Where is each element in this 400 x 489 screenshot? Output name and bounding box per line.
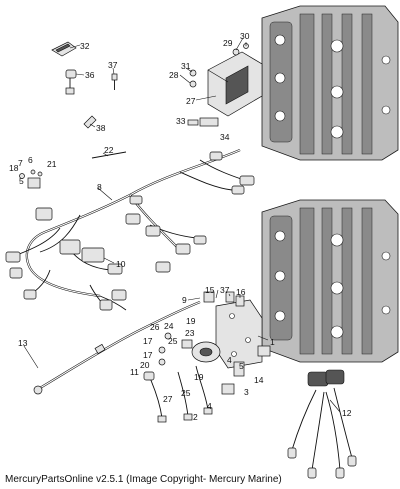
starter-solenoid xyxy=(158,332,221,366)
small-relays xyxy=(203,291,271,377)
screw-39 xyxy=(111,73,118,90)
connector-34 xyxy=(51,41,77,57)
callout-5: 5 xyxy=(19,176,24,186)
callout-6: 6 xyxy=(28,155,33,165)
callout-33: 31 xyxy=(181,61,191,71)
ground-cable-13 xyxy=(33,300,201,395)
callout-40: 38 xyxy=(96,123,106,133)
callout-24: 25 xyxy=(168,336,178,346)
callout-21: 21 xyxy=(47,159,57,169)
plug-38 xyxy=(65,69,77,95)
mounting-plate-1 xyxy=(215,299,263,369)
callout-10: 10 xyxy=(116,259,126,269)
callout-29: 27 xyxy=(186,96,196,106)
battery-leads xyxy=(143,365,235,423)
callout-20: 20 xyxy=(140,360,150,370)
callout-14: 14 xyxy=(254,375,264,385)
callout-22: 22 xyxy=(104,145,114,155)
ecm-module xyxy=(207,51,263,117)
copyright-footer: MercuryPartsOnline v2.5.1 (Image Copyrig… xyxy=(5,474,282,485)
callout-25: 24 xyxy=(164,321,174,331)
callout-19-upper: 19 xyxy=(186,316,196,326)
callout-32: 30 xyxy=(240,31,250,41)
harness-12 xyxy=(287,369,357,479)
callout-1: 1 xyxy=(270,337,275,347)
callout-23: 23 xyxy=(185,328,195,338)
callout-2: 2 xyxy=(193,412,198,422)
callout-4-lower: 4 xyxy=(207,401,212,411)
callout-8: 8 xyxy=(97,182,102,192)
engine-block-lower xyxy=(261,199,399,363)
callout-12: 12 xyxy=(342,408,352,418)
callout-30: 28 xyxy=(169,70,179,80)
callout-26: 25 xyxy=(181,388,191,398)
callout-34: 32 xyxy=(80,41,90,51)
leader-lines xyxy=(23,37,341,413)
fuse-40 xyxy=(83,115,97,129)
callout-13: 13 xyxy=(18,338,28,348)
callout-39: 37 xyxy=(108,60,118,70)
callout-17-upper: 17 xyxy=(143,336,153,346)
callout-28: 26 xyxy=(150,322,160,332)
callout-3: 3 xyxy=(244,387,249,397)
callout-5-lower: 5 xyxy=(239,361,244,371)
cable-tie-22 xyxy=(91,151,127,159)
engine-block-upper xyxy=(261,5,399,161)
callout-18: 18 xyxy=(9,163,19,173)
callout-labels: 29 30 32 31 37 36 28 27 33 38 34 22 18 7… xyxy=(9,31,352,422)
callout-16: 16 xyxy=(236,287,246,297)
callout-36: 34 xyxy=(220,132,230,142)
callout-9: 9 xyxy=(182,295,187,305)
callout-37-lower: 37 xyxy=(220,285,230,295)
callout-4: 4 xyxy=(227,355,232,365)
callout-27: 27 xyxy=(163,394,173,404)
callout-11: 11 xyxy=(130,367,139,377)
callout-17-lower: 17 xyxy=(143,350,153,360)
relay-group xyxy=(19,169,43,189)
callout-35: 33 xyxy=(176,116,186,126)
callout-38: 36 xyxy=(85,70,95,80)
callout-19-lower: 19 xyxy=(194,372,204,382)
callout-15: 15 xyxy=(205,285,215,295)
callout-7-upper: 7 xyxy=(18,158,23,168)
callout-31: 29 xyxy=(223,38,233,48)
main-wiring-harness xyxy=(5,148,255,311)
